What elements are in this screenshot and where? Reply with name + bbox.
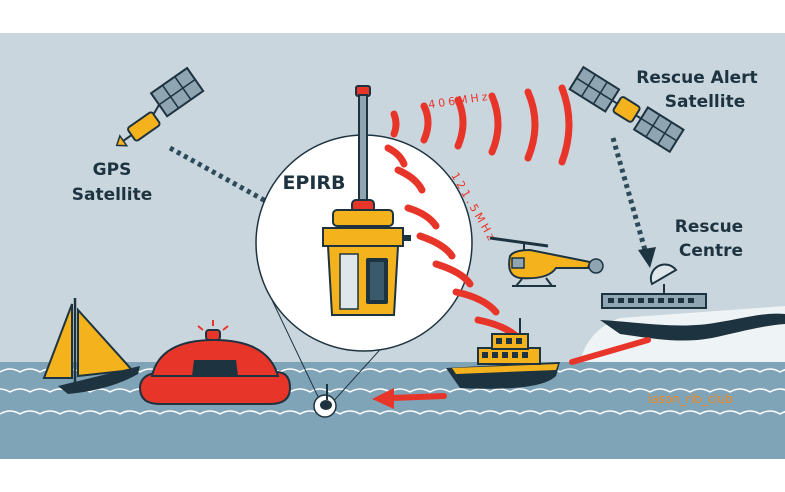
epirb-label: EPIRB	[282, 172, 345, 194]
sailboat-icon	[42, 298, 140, 394]
rescue-alert-label-line2: Satellite	[665, 92, 746, 112]
liferaft-icon	[138, 320, 292, 405]
gps-label-line1: GPS	[93, 160, 132, 180]
helicopter-icon	[489, 236, 604, 287]
gps-label-line2: Satellite	[72, 185, 153, 205]
rescue-centre-label-line1: Rescue	[675, 217, 743, 237]
rescue-beam	[569, 337, 651, 365]
top-white-band	[0, 0, 785, 33]
floating-beacon-icon	[313, 384, 337, 418]
lifeboat-arrow-shaft	[389, 393, 447, 401]
rescue-centre-icon	[601, 263, 707, 309]
rescue-alert-label-line1: Rescue Alert	[636, 68, 757, 88]
lifeboat-arrow-head-icon	[372, 388, 394, 409]
rescue-alert-satellite-icon	[568, 65, 685, 154]
signal-arcs-406	[390, 84, 573, 166]
coast-cliff-edge	[600, 313, 785, 341]
gps-satellite-icon	[115, 66, 205, 147]
downlink-arrow-icon	[638, 247, 656, 268]
epirb-beacon-icon	[322, 85, 411, 316]
bottom-white-band	[0, 459, 785, 492]
magnifier-line-left	[271, 299, 323, 406]
lifeboat-icon	[446, 318, 560, 389]
rescue-centre-label-line2: Centre	[679, 241, 743, 261]
downlink-signal-line	[610, 137, 648, 251]
watermark: iason_rib_club	[648, 392, 733, 406]
